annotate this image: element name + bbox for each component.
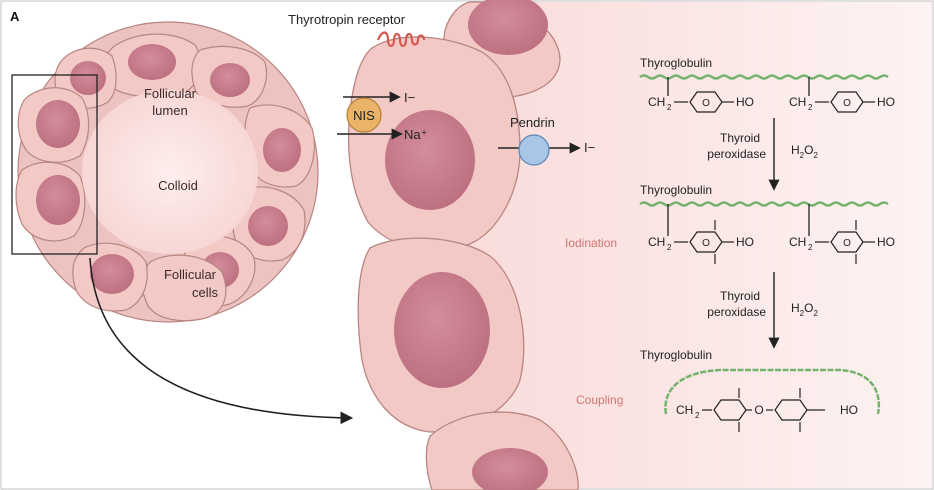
iodide-in-label: I− — [404, 90, 415, 105]
iodide-out-label: I− — [584, 140, 595, 155]
thyroglobulin-chain-2 — [639, 201, 889, 207]
follicle: Follicular lumen Colloid Follicular cell… — [11, 21, 319, 323]
enzyme-label-1a: Thyroid — [720, 131, 760, 145]
ring-o-label: O — [702, 238, 710, 249]
follicular-cell-lower — [357, 237, 525, 433]
colloid-label: Colloid — [158, 178, 198, 193]
thyroglobulin-label-1: Thyroglobulin — [640, 56, 712, 70]
ch2-subscript: 2 — [667, 243, 672, 252]
sodium-label: Na⁺ — [404, 127, 427, 142]
ch2-label: CH — [789, 95, 806, 109]
h2o2-label-2: H2O2 — [791, 301, 818, 318]
ch2-subscript: 2 — [695, 411, 700, 420]
follicular-cell — [15, 161, 86, 242]
ch2-label: CH — [789, 235, 806, 249]
follicular-cell — [141, 254, 227, 322]
ring-o-label: O — [843, 98, 851, 109]
follicular-cell — [72, 242, 148, 312]
ch2-subscript: 2 — [808, 243, 813, 252]
nis-label: NIS — [353, 108, 375, 123]
iodination-label: Iodination — [565, 236, 617, 250]
enzyme-label-1b: peroxidase — [707, 147, 766, 161]
enzyme-label-2b: peroxidase — [707, 305, 766, 319]
enzyme-label-2a: Thyroid — [720, 289, 760, 303]
ring-o-label: O — [702, 98, 710, 109]
ch2-label: CH — [676, 403, 693, 417]
thyrotropin-receptor-icon — [376, 31, 426, 48]
h2o2-h: H — [791, 143, 800, 157]
coupling-label: Coupling — [576, 393, 623, 407]
iodotyrosine-residue: CH 2 O HO — [648, 204, 754, 264]
thyroglobulin-chain-3 — [664, 368, 881, 415]
h2o2-sub-a: 2 — [800, 151, 805, 160]
follicular-lumen-label-2: lumen — [152, 103, 187, 118]
h2o2-label-1: H2O2 — [791, 143, 818, 160]
panel-label: A — [10, 9, 20, 24]
ho-label: HO — [840, 403, 858, 417]
follicular-cell — [191, 45, 268, 108]
h2o2-h: H — [791, 301, 800, 315]
ch2-subscript: 2 — [808, 103, 813, 112]
thyroglobulin-chain-1 — [639, 74, 889, 80]
follicular-cell-bottom — [425, 411, 579, 490]
ho-label: HO — [877, 95, 895, 109]
tyrosine-residue: CH 2 O HO — [789, 77, 895, 113]
follicular-cell — [17, 87, 90, 163]
ether-o-label: O — [754, 403, 763, 417]
pendrin-transporter-icon — [518, 134, 550, 166]
thyrotropin-receptor-label: Thyrotropin receptor — [288, 12, 406, 27]
ch2-subscript: 2 — [667, 103, 672, 112]
zoom-arrow — [89, 257, 354, 425]
nis-transporter-icon — [346, 97, 382, 133]
thyroglobulin-label-2: Thyroglobulin — [640, 183, 712, 197]
follicular-cells-label-2: cells — [192, 285, 219, 300]
colloid-lumen — [82, 90, 258, 254]
h2o2-sub-a: 2 — [800, 309, 805, 318]
h2o2-sub-b: 2 — [813, 151, 818, 160]
iodotyrosine-residue: CH 2 O HO — [789, 204, 895, 264]
follicular-lumen-label-1: Follicular — [144, 86, 197, 101]
ho-label: HO — [736, 95, 754, 109]
ho-label: HO — [736, 235, 754, 249]
tyrosine-residue: CH 2 O HO — [648, 77, 754, 113]
ring-o-label: O — [843, 238, 851, 249]
ch2-label: CH — [648, 95, 665, 109]
h2o2-sub-b: 2 — [813, 309, 818, 318]
ch2-label: CH — [648, 235, 665, 249]
pendrin-label: Pendrin — [510, 115, 555, 130]
thyroglobulin-label-3: Thyroglobulin — [640, 348, 712, 362]
enlarged-cells — [347, 0, 579, 490]
ho-label: HO — [877, 235, 895, 249]
zoom-box — [11, 74, 98, 255]
coupled-iodothyronine: CH 2 O HO — [676, 388, 858, 432]
h2o2-o: O — [804, 143, 813, 157]
pathway: Thyroglobulin CH 2 O HO CH 2 O HO Thyroi… — [565, 56, 895, 432]
follicular-cell-main — [347, 36, 521, 251]
follicular-cells-label-1: Follicular — [164, 267, 217, 282]
h2o2-o: O — [804, 301, 813, 315]
colloid-background — [465, 2, 932, 488]
